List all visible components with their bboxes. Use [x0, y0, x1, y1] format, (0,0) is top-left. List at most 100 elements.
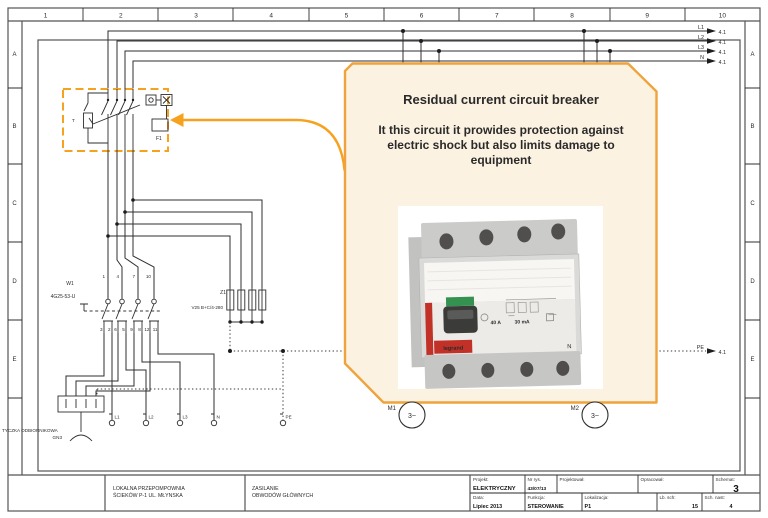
- ruler-letter: E: [12, 357, 16, 363]
- arrester-type: V25 B+C/4-280: [191, 305, 223, 310]
- bus-arrow-l2: [707, 38, 716, 44]
- rcd-tag: F1: [156, 136, 162, 142]
- ruler-letter: C: [750, 201, 755, 207]
- ruler-number: 1: [44, 13, 48, 20]
- title-block: LOKALNA PRZEPOMPOWNIA ŚCIEKÓW P-1 UL. MŁ…: [104, 475, 760, 511]
- ruler-number: 5: [345, 13, 349, 20]
- highlight-dashed-box: [62, 88, 169, 152]
- contact-number: 12: [144, 327, 150, 332]
- terminal-label: L2: [149, 415, 155, 420]
- breaker-photo: 40 A 30 mA legrand N: [398, 206, 603, 389]
- top-ruler: 1 2 3 4 5 6 7 8 9 10: [44, 13, 727, 20]
- test-label: T: [72, 118, 75, 123]
- bus-ref: 4.1: [719, 60, 727, 66]
- ruler-number: 8: [570, 13, 574, 20]
- site-name: ŚCIEKÓW P-1 UL. MŁYNSKA: [113, 491, 183, 499]
- drawing-name: ZASILANIE: [252, 486, 279, 492]
- pe-arrow: [707, 348, 716, 354]
- field-value-location: P1: [585, 504, 592, 510]
- arrester-tag: Z1: [220, 290, 226, 296]
- contact-number: 11: [153, 327, 158, 332]
- terminals: L1 L2 L3 N PE: [108, 413, 292, 427]
- contact-number: 5: [122, 327, 125, 332]
- field-value-function: STEROWANIE: [528, 504, 565, 510]
- contact-number: 10: [146, 274, 152, 279]
- socket-caption: TYCZKA ODBIORNIKOWA: [2, 428, 59, 433]
- pe-label: PE: [697, 345, 705, 351]
- outlet-socket-symbol: TYCZKA ODBIORNIKOWA GN3: [2, 395, 105, 442]
- field-label: Funkcja:: [528, 495, 545, 500]
- callout-body-line: equipment: [471, 153, 532, 167]
- field-label: Data:: [473, 495, 484, 500]
- field-value-sheet-count: 15: [692, 504, 698, 510]
- distribution-wiring: [106, 152, 263, 299]
- bus-arrow-l1: [707, 28, 716, 34]
- ruler-letter: D: [12, 279, 17, 285]
- brand-label: [434, 339, 473, 354]
- field-label: Projektował:: [560, 477, 585, 482]
- field-value-date: Lipiec 2013: [473, 504, 502, 510]
- bus-ref: 4.1: [719, 30, 727, 36]
- terminal-label: L3: [183, 415, 189, 420]
- contact-number: 4: [116, 274, 119, 279]
- ruler-number: 9: [645, 13, 649, 20]
- main-switch-symbol: W1 4G25-53-U 1 4 7 10 3 2 6 5 9 8 12 11: [51, 274, 160, 333]
- contact-number: 2: [108, 327, 111, 332]
- ruler-number: 3: [194, 13, 198, 20]
- ruler-number: 7: [495, 13, 499, 20]
- drawing-frame: 1 2 3 4 5 6 7 8 9 10 A B C D E A B C D E: [7, 7, 761, 512]
- field-value-next-sheet: 4: [730, 504, 733, 510]
- motor-phase: 3~: [408, 413, 416, 420]
- callout-body-line: electric shock but also limits damage to: [387, 138, 614, 152]
- contact-number: 3: [100, 327, 103, 332]
- field-label: Lb. sch:: [660, 495, 676, 500]
- contact-number: 6: [114, 327, 117, 332]
- motor-symbol-m1: [398, 401, 426, 429]
- ruler-letter: E: [750, 357, 754, 363]
- callout-title: Residual current circuit breaker: [403, 92, 599, 107]
- output-wiring: [65, 333, 215, 420]
- bus-ref: 4.1: [719, 40, 727, 46]
- neutral-marking: N: [567, 344, 571, 350]
- rating-current: 40 A: [491, 320, 502, 326]
- bus-label: L1: [698, 25, 704, 31]
- bus-ref: 4.1: [719, 50, 727, 56]
- ruler-number: 2: [119, 13, 123, 20]
- bus-label: N: [700, 55, 704, 61]
- contact-number: 9: [130, 327, 133, 332]
- ruler-number: 10: [719, 13, 727, 20]
- brand-text: legrand: [443, 345, 463, 352]
- ruler-letter: D: [750, 279, 755, 285]
- field-label: Sch. nast:: [705, 495, 725, 500]
- surge-arrester-symbol: Z1 V25 B+C/4-280: [191, 288, 267, 324]
- pe-ref: 4.1: [719, 350, 727, 356]
- callout-connector: [181, 118, 346, 172]
- field-value-project: ELEKTRYCZNY: [473, 486, 516, 492]
- contact-number: 7: [132, 274, 135, 279]
- pe-line: PE 4.1: [96, 322, 727, 420]
- rcd-breaker-symbol: T F1: [62, 88, 184, 152]
- drawing-name: OBWODÓW GŁÓWNYCH: [252, 492, 313, 499]
- ruler-letter: B: [12, 124, 16, 130]
- bus-arrow-l3: [707, 48, 716, 54]
- bus-arrow-n: [707, 58, 716, 64]
- field-label: Opracował:: [641, 477, 664, 482]
- ruler-number: 6: [420, 13, 424, 20]
- ruler-letter: C: [12, 201, 17, 207]
- motor-symbol-m2: [581, 401, 609, 429]
- terminal-label: PE: [286, 415, 292, 420]
- field-label: Nr rys.: [528, 477, 542, 482]
- power-buses: L1 4.1 L2 4.1 L3 4.1 N 4.1: [107, 25, 727, 89]
- contact-number: 8: [138, 327, 141, 332]
- switch-tag: W1: [66, 281, 74, 287]
- motor-phase: 3~: [591, 413, 599, 420]
- field-label: Lokalizacja:: [585, 495, 609, 500]
- terminal-label: N: [217, 415, 220, 420]
- switch-type: 4G25-53-U: [51, 294, 76, 300]
- site-name: LOKALNA PRZEPOMPOWNIA: [113, 486, 185, 492]
- bus-label: L3: [698, 45, 704, 51]
- left-ruler: A B C D E: [12, 52, 17, 363]
- red-stripe: [425, 302, 434, 356]
